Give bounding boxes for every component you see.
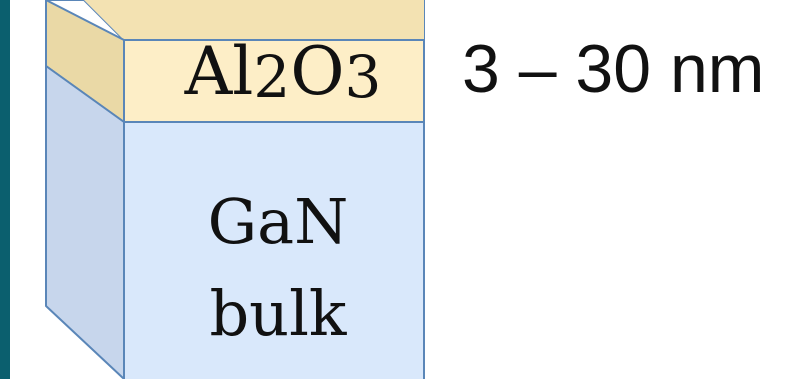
oxide-thickness-label: 3 – 30 nm	[462, 31, 765, 107]
oxide-top-face-fill	[84, 0, 424, 40]
oxide-label-al: Al	[184, 33, 254, 110]
substrate-front-face	[123, 121, 425, 379]
left-edge-bar	[0, 0, 10, 379]
substrate-side-face	[45, 65, 125, 379]
oxide-label-subscript-3: 3	[344, 42, 382, 111]
substrate-label-line1: GaN	[207, 185, 349, 258]
substrate-label-line2: bulk	[209, 277, 347, 350]
oxide-label-o: O	[290, 33, 345, 110]
oxide-layer-label: Al2O3	[142, 39, 424, 106]
oxide-front-face	[123, 39, 425, 123]
oxide-label-subscript-2: 2	[253, 42, 291, 111]
